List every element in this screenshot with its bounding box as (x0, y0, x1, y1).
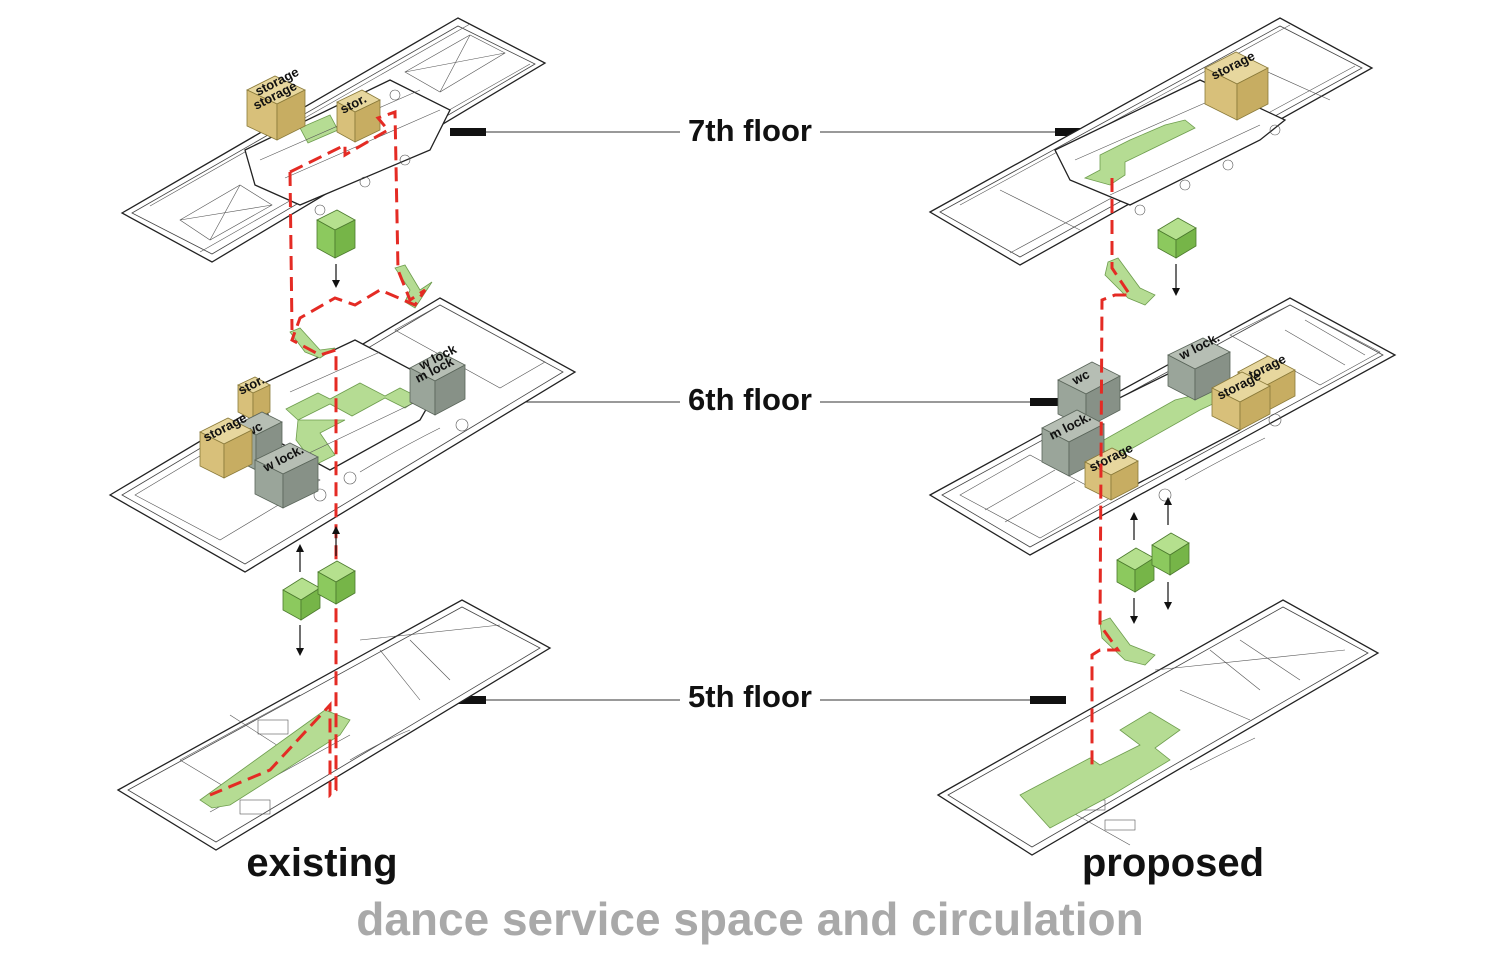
proposed-7th-floor-plan (928, 17, 1374, 266)
column-label-proposed: proposed (1082, 841, 1264, 885)
label-6th-floor: 6th floor (688, 382, 812, 417)
proposed-6th-floor-plan (928, 297, 1397, 556)
existing-6-boxes: stor. wc storage w lock. w lock m lock (199, 341, 466, 509)
existing-7th-floor-plan (120, 17, 547, 263)
connector-proposed-upper (1104, 257, 1156, 306)
cube-existing-3 (317, 560, 356, 605)
cube-proposed-1 (1157, 217, 1197, 259)
connector-proposed-lower (1099, 617, 1156, 666)
circulation-route-existing (209, 109, 427, 799)
proposed-5th-floor-plan (936, 599, 1380, 856)
cube-proposed-3 (1151, 532, 1190, 576)
existing-5th-floor-plan (116, 599, 552, 851)
connector-existing-upper (394, 264, 433, 309)
circulation-existing-6 (285, 382, 421, 466)
label-5th-floor: 5th floor (688, 679, 812, 714)
circulation-proposed-7 (1083, 119, 1196, 186)
label-7th-floor: 7th floor (688, 113, 812, 148)
column-label-existing: existing (246, 841, 397, 885)
arrows-proposed-lower (1130, 497, 1172, 624)
level-marker-left-5 (450, 696, 486, 704)
diagram-title: dance service space and circulation (356, 893, 1143, 945)
arrows-existing-lower (296, 526, 340, 656)
level-marker-left-7 (450, 128, 486, 136)
cube-existing-1 (316, 209, 356, 259)
connector-existing-lower (289, 327, 336, 359)
existing-6th-floor-plan (108, 297, 577, 573)
circulation-proposed-5 (1019, 711, 1181, 829)
existing-7-storage-stack: storage storage (246, 64, 306, 141)
cube-existing-2 (282, 577, 321, 621)
arrow-existing-1 (332, 264, 340, 288)
level-marker-right-6 (1030, 398, 1066, 406)
arrow-proposed-1 (1172, 264, 1180, 296)
floor-labels: 7th floor 6th floor 5th floor (450, 113, 1091, 714)
circulation-route-proposed (1090, 178, 1133, 765)
label-wc-p6: wc (1069, 366, 1092, 388)
level-marker-right-5 (1030, 696, 1066, 704)
cube-proposed-2 (1116, 547, 1155, 593)
